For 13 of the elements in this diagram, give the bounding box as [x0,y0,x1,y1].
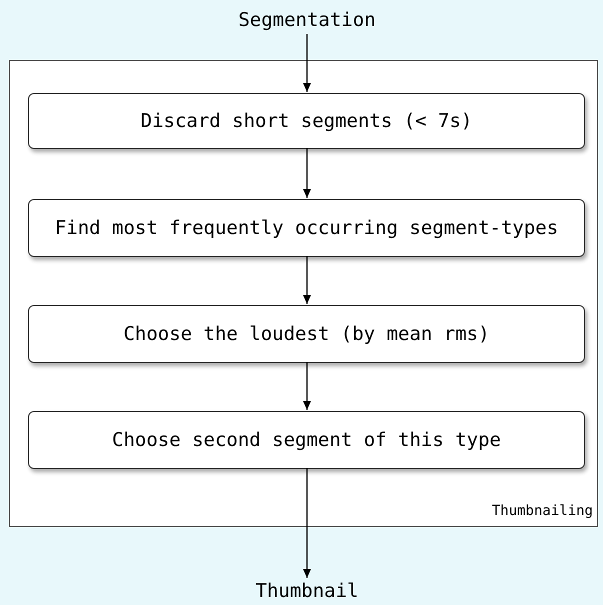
process-box: Discard short segments (< 7s) [28,93,585,149]
arrow [303,256,311,304]
arrow [303,148,311,198]
arrow [303,362,311,410]
flow-label: Segmentation [207,6,407,34]
process-box: Choose the loudest (by mean rms) [28,305,585,363]
group-label: Thumbnailing [492,502,593,521]
process-box: Find most frequently occurring segment-types [28,199,585,257]
arrow [303,34,311,92]
flow-label: Thumbnail [207,578,407,605]
group-panel [9,60,598,527]
arrow [303,468,311,578]
process-box: Choose second segment of this type [28,411,585,469]
